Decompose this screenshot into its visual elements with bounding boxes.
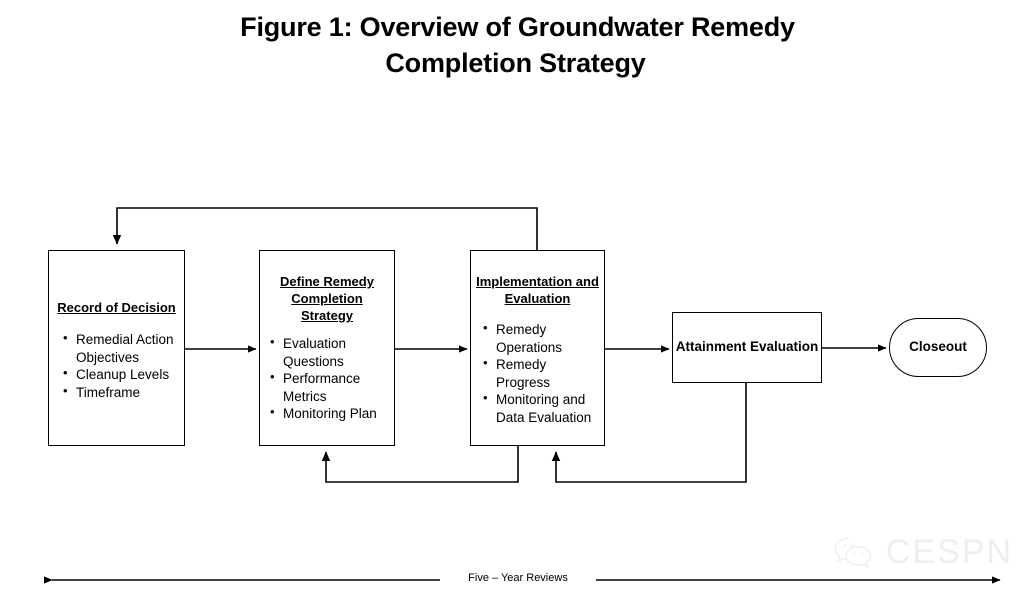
closeout-label: Closeout: [909, 339, 967, 355]
list-item: Cleanup Levels: [63, 365, 181, 384]
record-of-decision-list: Remedial Action Objectives Cleanup Level…: [63, 330, 181, 402]
list-item: Remedy Operations: [483, 320, 603, 356]
node-implementation-and-evaluation[interactable]: Implementation and Evaluation Remedy Ope…: [470, 250, 605, 446]
list-item: Performance Metrics: [270, 369, 390, 405]
edge-feedback-implementation-to-define: [321, 446, 519, 483]
list-item: Timeframe: [63, 383, 181, 402]
node-record-of-decision[interactable]: Record of Decision Remedial Action Objec…: [48, 250, 185, 446]
node-closeout[interactable]: Closeout: [889, 318, 987, 377]
title-line-2: Completion Strategy: [385, 47, 646, 78]
implementation-heading: Implementation and Evaluation: [476, 274, 599, 307]
edge-feedback-attainment-to-implementation: [551, 383, 747, 483]
edge-feedback-implementation-to-rod: [112, 207, 538, 250]
title-line-1: Figure 1: Overview of Groundwater Remedy: [240, 12, 795, 42]
list-item: Evaluation Questions: [270, 334, 390, 370]
node-define-remedy-completion-strategy[interactable]: Define Remedy Completion Strategy Evalua…: [259, 250, 395, 446]
list-item: Monitoring Plan: [270, 404, 390, 423]
five-year-reviews-label: Five – Year Reviews: [440, 573, 596, 584]
list-item: Monitoring and Data Evaluation: [483, 390, 603, 426]
attainment-evaluation-label: Attainment Evaluation: [675, 339, 819, 355]
node-attainment-evaluation[interactable]: Attainment Evaluation: [672, 312, 822, 383]
record-of-decision-heading: Record of Decision: [57, 300, 176, 315]
page-title: Figure 1: Overview of Groundwater Remedy…: [0, 10, 1031, 81]
define-remedy-list: Evaluation Questions Performance Metrics…: [270, 334, 390, 423]
implementation-list: Remedy Operations Remedy Progress Monito…: [483, 320, 603, 426]
define-remedy-heading: Define Remedy Completion Strategy: [280, 274, 374, 324]
list-item: Remedial Action Objectives: [63, 330, 181, 366]
list-item: Remedy Progress: [483, 355, 603, 391]
